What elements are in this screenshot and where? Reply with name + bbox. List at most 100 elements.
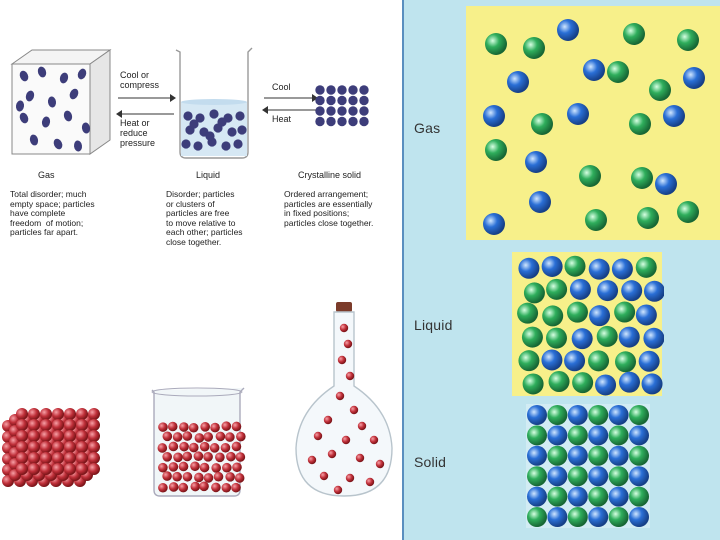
green-particle: [629, 405, 649, 425]
red-sphere: [64, 463, 76, 475]
red-sphere: [162, 431, 173, 442]
blue-particle: [643, 280, 664, 302]
blue-particle: [541, 349, 563, 371]
cool-label: Cool: [272, 82, 291, 92]
green-particle: [531, 113, 553, 135]
red-sphere: [28, 408, 40, 420]
solid-particle: [315, 116, 325, 127]
gas-particle: [19, 112, 29, 124]
blue-particle: [525, 151, 547, 173]
red-sphere: [76, 463, 88, 475]
blue-particle: [618, 371, 640, 393]
red-sphere: [215, 431, 226, 442]
blue-particle: [663, 105, 685, 127]
red-sphere: [40, 430, 52, 442]
green-particle: [615, 351, 637, 373]
red-sphere: [167, 421, 178, 432]
red-sphere: [88, 408, 100, 420]
red-sphere: [40, 463, 52, 475]
blue-particle: [583, 59, 605, 81]
liquid-description: Disorder; particles or clusters of parti…: [166, 189, 243, 247]
gas-particle: [63, 110, 73, 122]
red-sphere: [40, 408, 52, 420]
red-sphere: [52, 463, 64, 475]
liquid-solid-arrows: [262, 94, 318, 114]
green-particle: [523, 37, 545, 59]
blue-particle: [569, 278, 591, 300]
red-sphere: [52, 408, 64, 420]
liquid-sphere-beaker-illustration: [151, 387, 246, 497]
red-sphere: [76, 452, 88, 464]
liquid-particle: [233, 139, 243, 149]
red-sphere: [168, 482, 179, 492]
red-sphere: [333, 485, 343, 495]
green-particle: [527, 466, 547, 487]
red-sphere: [64, 441, 76, 453]
green-particle: [518, 350, 540, 372]
red-sphere: [210, 422, 220, 433]
red-sphere: [172, 432, 183, 442]
solid-sphere-cube-illustration: [2, 408, 100, 487]
liquid-particle: [193, 141, 203, 151]
solid-particle: [326, 95, 336, 106]
gas-particle: [25, 90, 35, 102]
solid-label: Solid: [414, 454, 447, 470]
blue-particle: [638, 350, 660, 372]
gas-container-illustration: [10, 49, 112, 155]
blue-particle: [483, 105, 505, 127]
red-sphere: [221, 482, 232, 493]
solid-particles-box: [526, 404, 650, 528]
green-particle: [566, 301, 588, 323]
red-sphere: [307, 455, 317, 465]
red-sphere: [52, 419, 64, 431]
red-sphere: [231, 441, 242, 452]
gas-particle: [41, 116, 51, 128]
red-sphere: [182, 431, 193, 441]
red-sphere: [158, 462, 168, 473]
solid-particle: [348, 85, 358, 95]
red-sphere: [16, 441, 28, 453]
red-sphere: [64, 408, 76, 420]
green-particle: [527, 507, 547, 527]
red-sphere: [199, 462, 210, 473]
solid-particle: [359, 95, 369, 106]
red-sphere: [76, 419, 88, 431]
green-particle: [629, 445, 649, 466]
heat-or-reduce-pressure-label: Heat or reduce pressure: [120, 118, 156, 148]
gas-particle: [81, 122, 91, 134]
red-sphere: [28, 463, 40, 475]
red-sphere: [355, 453, 365, 463]
green-particle: [608, 466, 629, 487]
red-sphere: [323, 415, 333, 425]
red-sphere: [28, 452, 40, 464]
gas-particles-box: [466, 6, 720, 240]
red-sphere: [178, 482, 189, 493]
blue-particle: [567, 445, 588, 466]
liquid-particle: [237, 125, 247, 135]
red-sphere: [64, 452, 76, 464]
blue-particle: [655, 173, 677, 195]
blue-particle: [608, 405, 629, 425]
green-particle: [547, 486, 568, 507]
green-particle: [542, 305, 564, 327]
green-particle: [588, 486, 609, 507]
crystalline-solid-illustration: [315, 85, 369, 127]
red-sphere: [194, 433, 205, 443]
blue-particle: [557, 19, 579, 41]
red-sphere: [349, 405, 359, 415]
blue-particle: [588, 425, 609, 446]
red-sphere: [16, 408, 28, 420]
liquid-particle: [183, 111, 193, 121]
blue-particle: [564, 350, 586, 372]
blue-particle: [643, 327, 664, 349]
gas-particle: [53, 138, 63, 150]
solid-particle: [348, 116, 358, 127]
heat-label: Heat: [272, 114, 292, 124]
liquid-particle: [205, 131, 215, 141]
liquid-particle: [235, 111, 245, 121]
blue-particle: [629, 507, 649, 527]
blue-particle: [483, 213, 505, 235]
green-particle: [635, 256, 657, 278]
green-particle: [521, 326, 543, 348]
blue-particle: [629, 466, 649, 487]
